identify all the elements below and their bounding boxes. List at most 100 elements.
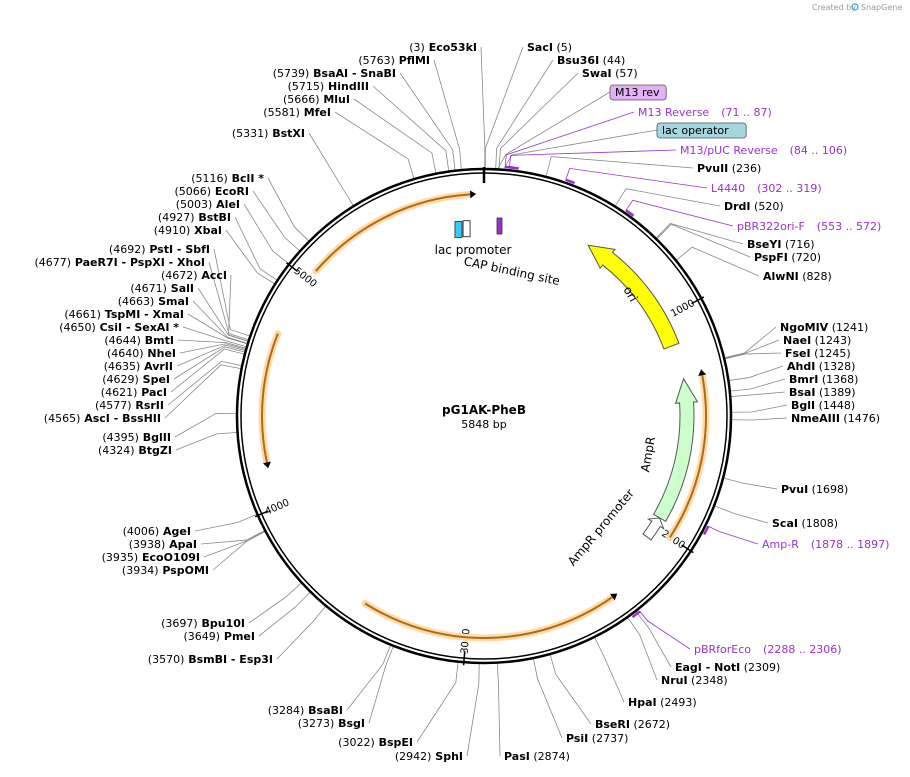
site-connector [197,287,248,342]
site-connector [676,246,760,277]
site-label: NaeI (1243) [783,334,851,347]
site-label: BsaI (1389) [789,386,856,399]
feature-label-cap-binding-site: CAP binding site [463,254,562,288]
tick-label-4000: 4000 [263,497,291,517]
site-label: (4006) AgeI [123,525,191,538]
site-label: (4640) NheI [107,347,176,360]
site-label: (4621) PacI [101,386,167,399]
orf-arrowhead [469,190,477,199]
site-label: (5331) BstXI [232,127,305,140]
site-connector [179,343,246,354]
tick-4000 [254,510,269,518]
site-connector [731,404,788,413]
primer-label: M13 Reverse(71 .. 87) [638,106,772,119]
credit-brand: SnapGene [861,3,902,12]
site-label: DrdI (520) [724,200,784,213]
site-label: Bsu36I (44) [557,54,625,67]
site-connector [730,378,786,392]
site-connector [187,313,247,345]
feature-lac-promoter [462,220,471,238]
site-connector [213,248,250,337]
site-label: (2942) SphI [395,750,463,763]
site-label: (4644) BmtI [104,334,174,347]
orf-line [261,333,279,463]
site-connector [170,348,244,393]
site-label: NgoMIV (1241) [780,321,868,334]
site-label: (5666) MluI [283,93,350,106]
site-connector [212,531,265,571]
site-label: PvuI (1698) [781,483,848,496]
site-label: EagI - NotI (2309) [675,661,780,674]
site-label: (4927) BstBI [158,211,231,224]
box-connector [497,91,611,169]
boxed-label-bg [656,122,747,139]
site-label: (3649) PmeI [184,630,256,643]
site-connector [615,188,721,207]
site-connector [192,300,248,344]
site-connector [248,582,302,624]
tick-2000 [681,544,694,554]
primer-marks [505,165,710,619]
site-label: (4577) RsrII [95,399,164,412]
site-connector [549,654,592,725]
feature-label-ampr: AmpR [638,435,658,473]
site-connector [225,229,275,284]
site-connector [334,111,415,179]
site-label: (4671) SalI [130,282,194,295]
feature-ampr-promoter [642,517,665,541]
feature-ampr [652,377,699,523]
site-connector [176,344,245,367]
orf-glow [312,190,474,275]
site-connector [353,98,437,173]
orf-arrowhead [698,369,707,376]
site-label: ScaI (1808) [772,517,838,530]
site-connector [194,514,257,532]
site-label: SacI (5) [527,41,572,54]
plasmid-size: 5848 bp [461,418,506,431]
site-label: (3273) BsgI [298,717,365,730]
primer-mark [702,525,710,536]
primer-connector [639,611,691,650]
site-connector [372,85,450,171]
box-connector [503,129,658,170]
site-label: PasI (2874) [504,750,570,763]
site-label: (4677) PaeR7I - PspXI - XhoI [34,256,205,269]
site-connector [276,606,326,660]
feature-m13-rev-mark [496,217,503,235]
site-label: AhdI (1328) [787,360,855,373]
orf-line [364,596,613,639]
site-connector [368,646,394,724]
site-connector [234,216,277,281]
site-label: (3) Eco53kI [409,41,477,54]
site-label: BseYI (716) [747,238,815,251]
site-connector [627,617,658,681]
site-label: HpaI (2493) [628,696,697,709]
snapgene-logo-icon [851,3,859,11]
site-connector [635,611,672,668]
primer-label: M13/pUC Reverse(84 .. 106) [680,144,847,157]
site-connector [308,132,354,206]
site-label: (5003) AleI [176,198,240,211]
primer-mark [631,610,641,619]
site-connector [729,365,784,381]
site-label: (3934) PspOMI [122,564,209,577]
site-label: FseI (1245) [785,347,851,360]
site-label: PsiI (2737) [566,732,628,745]
tick-label-3000: 3000 [460,628,473,654]
site-label: PvuII (236) [697,162,761,175]
feature-arrows [454,217,699,541]
site-connector [182,326,247,347]
site-label: BseRI (2672) [595,718,670,731]
site-label: (4635) AvrII [104,360,173,373]
site-label: NmeAIII (1476) [791,412,880,425]
tick-3000 [462,651,466,666]
site-label: (4910) XbaI [154,224,222,237]
site-label: SwaI (57) [582,67,638,80]
site-connector [200,530,265,545]
orf-line [669,375,707,538]
site-label: PspFI (720) [754,251,821,264]
orf-arcs [258,190,710,642]
site-connector [346,645,391,711]
tick-5000 [285,262,298,272]
